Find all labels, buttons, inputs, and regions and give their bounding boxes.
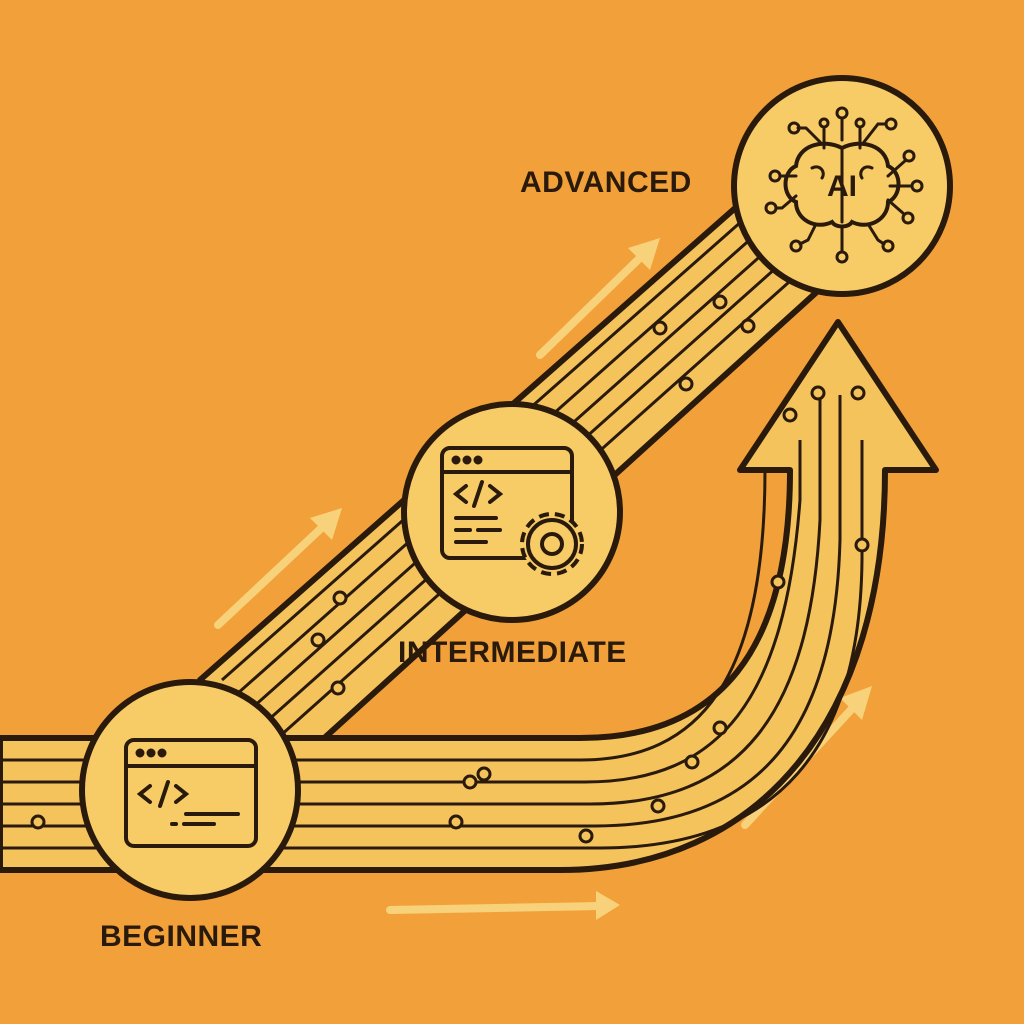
intermediate-node — [401, 401, 623, 623]
ai-brain-icon — [764, 106, 924, 264]
ai-badge-text: AI — [827, 170, 857, 203]
motion-arrow-middle — [214, 508, 342, 629]
motion-arrow-bottom — [386, 891, 620, 920]
beginner-node — [79, 679, 301, 901]
code-window-icon — [124, 738, 258, 848]
motion-arrows — [214, 238, 872, 920]
motion-arrow-upper — [536, 238, 660, 359]
curved-track — [0, 319, 939, 873]
stage-label-beginner: BEGINNER — [100, 920, 263, 953]
stage-label-intermediate: INTERMEDIATE — [398, 636, 627, 669]
gear-icon — [520, 512, 584, 576]
advanced-node: AI — [731, 75, 953, 297]
stage-label-advanced: ADVANCED — [520, 166, 692, 199]
code-window-gear-icon — [440, 446, 574, 560]
